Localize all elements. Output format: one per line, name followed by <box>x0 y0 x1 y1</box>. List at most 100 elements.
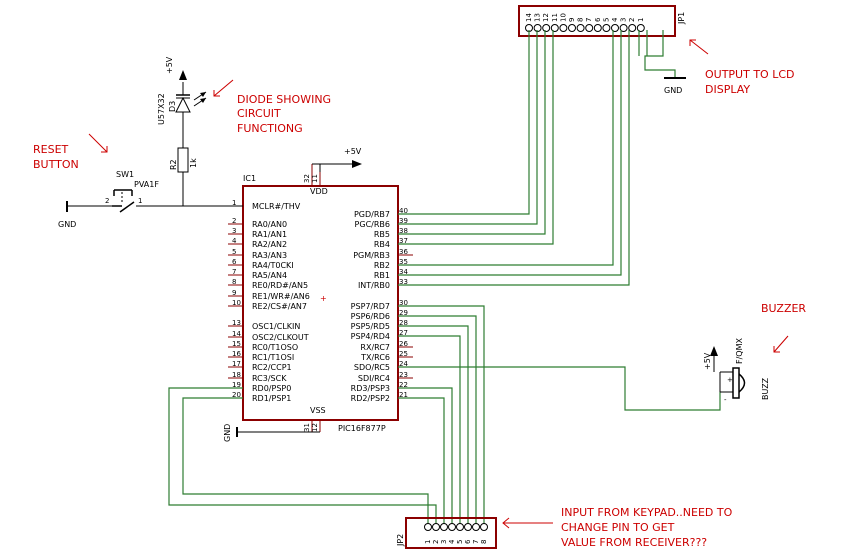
ic-right-pin-num: 34 <box>399 268 408 276</box>
rd-to-keypad-wires <box>168 305 485 528</box>
vdd-plus5v-label: +5V <box>344 147 362 156</box>
ic-left-pin-num: 9 <box>232 289 236 297</box>
vss-pin-num-b: 12 <box>311 423 319 432</box>
jp1-pin <box>619 24 628 32</box>
ic-right-pin-name: RB1 <box>374 271 390 280</box>
buzzer-minus: - <box>724 396 727 404</box>
ic-right-pin-num: 27 <box>399 329 408 337</box>
ic-left-pin-name: RC2/CCP1 <box>252 363 292 372</box>
jp2-pin <box>440 523 448 531</box>
ic-right-pin-name: PSP7/RD7 <box>351 302 390 311</box>
ic-right-pin-name: PGC/RB6 <box>355 220 390 229</box>
ic1-right-pins: 40PGD/RB739PGC/RB638RB537RB436PGM/RB335R… <box>351 207 413 403</box>
resistor-r2[interactable]: R2 1k <box>169 147 198 206</box>
ic-right-pin-num: 26 <box>399 340 408 348</box>
reset-note-1: RESET <box>33 143 69 156</box>
ic-left-pin-num: 4 <box>232 237 237 245</box>
led-d3[interactable]: D3 U57X32 +5V <box>157 56 207 148</box>
ic-right-pin-name: PSP5/RD5 <box>351 322 390 331</box>
diode-note-3: FUNCTIONG <box>237 122 303 135</box>
lcd-note-1: OUTPUT TO LCD <box>705 68 794 81</box>
jp1-pin <box>576 24 585 32</box>
jp1-pin <box>628 24 637 32</box>
ic1-part: PIC16F877P <box>338 424 386 433</box>
ic-left-pin-name: RE0/RD#/AN5 <box>252 281 308 290</box>
buzzer-note: BUZZER <box>761 302 806 315</box>
ic-left-pin-name: RA0/AN0 <box>252 220 287 229</box>
ic-right-pin-name: PSP6/RD6 <box>351 312 390 321</box>
jp2-pin-num: 8 <box>480 540 488 544</box>
jp1-pin <box>593 24 602 32</box>
ic-right-pin-num: 23 <box>399 371 408 379</box>
switch-pin-left: 2 <box>105 197 109 205</box>
ic-left-pin-name: OSC2/CLKOUT <box>252 333 309 342</box>
arrow-to-diode <box>213 79 234 97</box>
ic-right-pin-name: INT/RB0 <box>358 281 390 290</box>
jp1-pin-num: 9 <box>568 18 576 22</box>
ic-left-pin-num: 14 <box>232 330 241 338</box>
keypad-note-2: CHANGE PIN TO GET <box>561 521 675 534</box>
ic-right-pin-name: PGD/RB7 <box>354 210 390 219</box>
buzzer-supply-label: +5V <box>703 352 712 370</box>
reset-note-2: BUTTON <box>33 158 79 171</box>
ic-left-pin-name: RD0/PSP0 <box>252 384 291 393</box>
ic-left-pin-num: 18 <box>232 371 241 379</box>
buzzer[interactable]: +5V + - F/QMX BUZZ <box>398 338 770 411</box>
ic-left-pin-name: RD1/PSP1 <box>252 394 291 403</box>
switch-ref: SW1 <box>116 170 134 179</box>
jp2-pin <box>464 523 472 531</box>
ic-left-pin-num: 19 <box>232 381 241 389</box>
diode-note-2: CIRCUIT <box>237 107 281 120</box>
ic-right-pin-name: SDI/RC4 <box>358 374 390 383</box>
arrow-to-lcd <box>689 39 709 55</box>
ic-right-pin-num: 30 <box>399 299 408 307</box>
ic-left-pin-name: RE2/CS#/AN7 <box>252 302 307 311</box>
ic-left-pin-num: 3 <box>232 227 236 235</box>
buzzer-value: F/QMX <box>735 338 744 364</box>
annotation-arrows <box>88 39 789 529</box>
jp1-pin-num: 7 <box>585 18 593 22</box>
ic-right-pin-name: RB4 <box>374 240 390 249</box>
reset-switch-sw1[interactable]: SW1 PVA1F 2 1 GND <box>58 170 243 229</box>
ic1-origin-mark: + <box>320 294 327 303</box>
diode-ref: D3 <box>168 101 177 112</box>
ic-right-pin-name: RX/RC7 <box>360 343 390 352</box>
ic-right-pin-num: 21 <box>399 391 408 399</box>
jp2-pin-num: 5 <box>456 540 464 544</box>
ic-right-pin-name: SDO/RC5 <box>354 363 390 372</box>
ic-left-pin-num: 8 <box>232 278 236 286</box>
jp2-pin-num: 3 <box>440 540 448 544</box>
jp1-ref: JP1 <box>677 12 686 25</box>
jp2-ref: JP2 <box>396 534 405 547</box>
jp1-pin-num: 5 <box>602 18 610 22</box>
ic-right-pin-name: TX/RC6 <box>360 353 390 362</box>
keypad-note-3: VALUE FROM RECEIVER??? <box>561 536 707 549</box>
ic-left-pin-num: 5 <box>232 248 236 256</box>
switch-pin-right: 1 <box>138 197 142 205</box>
ic-left-pin-num: 7 <box>232 268 236 276</box>
ic-left-pin-name: RA4/T0CKI <box>252 261 294 270</box>
ic-right-pin-name: PSP4/RD4 <box>351 332 390 341</box>
ic-right-pin-name: RB5 <box>374 230 390 239</box>
ic-left-pin-name: RA3/AN3 <box>252 251 287 260</box>
ic-right-pin-num: 24 <box>399 360 408 368</box>
jp1-pin-num: 4 <box>611 17 619 22</box>
jp1-pin-num: 11 <box>551 13 559 22</box>
jp1-pin-num: 8 <box>577 18 585 22</box>
jp2-pin <box>448 523 456 531</box>
jp1-pin-num: 14 <box>525 13 533 22</box>
ic-left-pin-name: OSC1/CLKIN <box>252 322 300 331</box>
diode-note-1: DIODE SHOWING <box>237 93 331 106</box>
jp1-pin-num: 1 <box>637 18 645 22</box>
ic-left-pin-name: RC0/T1OSO <box>252 343 298 352</box>
ic-right-pin-num: 29 <box>399 309 408 317</box>
switch-gnd-label: GND <box>58 220 76 229</box>
jp1-pin-num: 10 <box>559 13 567 22</box>
resistor-ref: R2 <box>169 159 178 170</box>
jp1-pin <box>602 24 611 32</box>
